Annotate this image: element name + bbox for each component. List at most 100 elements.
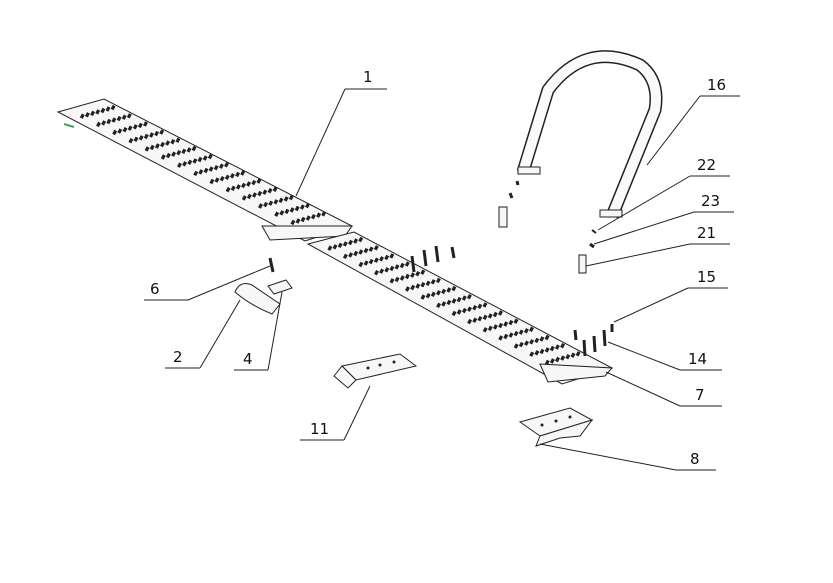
slot (299, 204, 305, 210)
slot (203, 167, 209, 174)
slot (154, 130, 160, 137)
callout-4: 4 (243, 350, 253, 368)
slot (144, 146, 150, 152)
slot (187, 159, 193, 165)
slot (213, 165, 219, 171)
slot (192, 158, 198, 164)
slot (279, 210, 285, 216)
callout-1: 1 (363, 68, 373, 86)
slot (487, 325, 493, 331)
slot (290, 219, 296, 226)
slot (240, 170, 246, 176)
callout-16: 16 (707, 76, 726, 94)
slot (90, 110, 96, 116)
slot (394, 264, 400, 270)
slot (171, 151, 177, 157)
callout-8: 8 (690, 450, 700, 468)
slot (368, 258, 374, 265)
slot (209, 178, 215, 185)
slot (218, 163, 224, 169)
slot (363, 260, 369, 266)
slot (122, 127, 128, 133)
slot (305, 215, 311, 221)
slot (373, 245, 379, 251)
slot (482, 314, 488, 320)
leader-lines (144, 88, 740, 471)
slot (300, 216, 306, 223)
slot (549, 345, 555, 352)
slot (523, 328, 529, 334)
slot (230, 185, 236, 191)
slot (518, 329, 524, 335)
slot (430, 279, 436, 285)
slot (441, 301, 447, 307)
slot (337, 242, 343, 248)
slot (498, 335, 504, 341)
slot (235, 184, 241, 190)
slot (404, 273, 410, 280)
slot (128, 138, 134, 144)
slot (207, 153, 213, 160)
slot (539, 348, 545, 355)
slot (186, 147, 192, 153)
slot (256, 178, 262, 184)
slot (524, 340, 529, 346)
slot (289, 207, 295, 213)
slot (348, 239, 353, 246)
slot (435, 277, 441, 284)
slot (529, 326, 534, 332)
slot (503, 321, 509, 327)
slot (143, 121, 148, 127)
slot (241, 195, 247, 201)
slot (358, 249, 364, 255)
slot (389, 253, 395, 259)
slot (534, 350, 540, 356)
slot (368, 246, 374, 252)
slot (170, 139, 176, 145)
slot (482, 302, 488, 308)
slot (415, 283, 421, 289)
slot (353, 250, 359, 257)
slot (373, 257, 379, 263)
bolts-top (410, 245, 456, 273)
slot (219, 176, 225, 182)
slot (105, 106, 111, 112)
slot (257, 190, 263, 197)
slot (430, 291, 436, 297)
slot (570, 352, 576, 358)
slot (241, 182, 246, 189)
slot (544, 347, 550, 353)
slot (160, 154, 166, 160)
slot (394, 276, 400, 283)
fasteners-right (578, 229, 597, 274)
slot (116, 115, 122, 122)
slot (555, 356, 560, 363)
slot (384, 267, 390, 273)
slot (182, 161, 188, 167)
slot (544, 334, 550, 341)
callout-2: 2 (173, 348, 183, 366)
slot (518, 341, 524, 348)
slot (554, 344, 560, 350)
slot (273, 199, 279, 205)
slot (332, 244, 338, 250)
slot (513, 330, 519, 337)
slot (149, 132, 154, 138)
slot (451, 298, 457, 304)
slot (138, 135, 144, 141)
slot (529, 339, 535, 345)
slot (165, 140, 171, 146)
slot (420, 269, 426, 275)
slot (575, 351, 581, 357)
slot (95, 109, 101, 115)
callout-22: 22 (697, 156, 716, 174)
slot (467, 306, 472, 312)
slot (258, 203, 263, 209)
slot (399, 262, 405, 269)
slot (477, 303, 483, 309)
slot (472, 317, 478, 323)
green-mark (63, 123, 75, 128)
slot (363, 247, 369, 254)
slot (143, 133, 149, 140)
